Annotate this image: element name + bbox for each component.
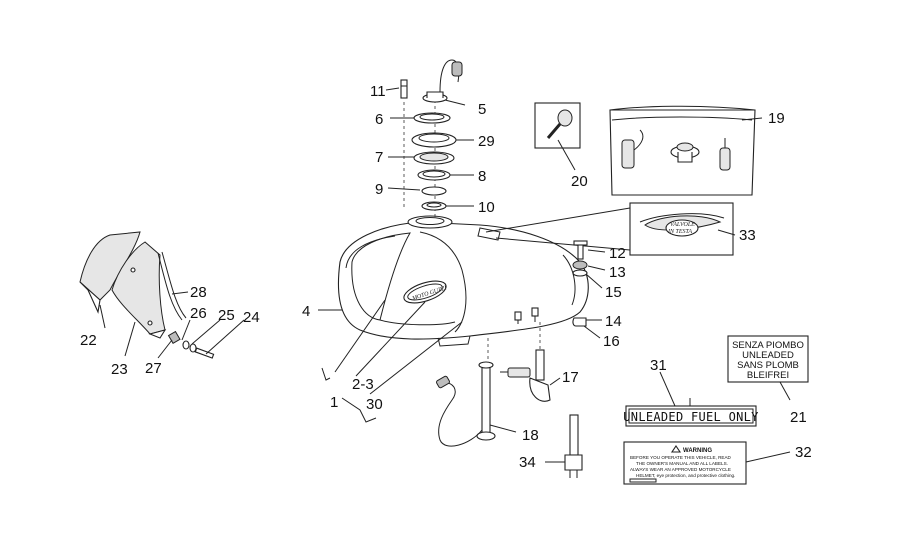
callout-30: 30 [366,396,383,413]
sticker-21-line4: BLEIFREI [747,370,789,381]
fasteners-24-27 [167,330,215,359]
callout-20: 20 [571,173,588,190]
callout-numbers: 11 5 6 29 7 8 9 10 20 19 33 12 13 15 14 … [80,83,812,471]
callout-13: 13 [609,264,626,281]
callout-26: 26 [190,305,207,322]
callout-12: 12 [609,245,626,262]
callout-8: 8 [478,168,486,185]
callout-2-3: 2-3 [352,376,374,393]
badge-33-line1: VALVOLE [670,222,695,228]
fuel-tank [337,215,589,347]
sticker-21-line3: SANS PLOMB [737,360,799,371]
callout-19: 19 [768,110,785,127]
item-34-filter [564,414,583,478]
leader-lines [99,87,791,463]
side-covers [79,231,187,339]
callout-34: 34 [519,454,536,471]
badge-33-line2: IN TESTA [667,229,692,235]
item-33-badge-box: VALVOLE IN TESTA [485,202,734,256]
sticker-32-line4: HELMET, eye protection, and protective c… [636,473,735,478]
callout-32: 32 [795,444,812,461]
sticker-21-unleaded-multilang: SENZA PIOMBO UNLEADED SANS PLOMB BLEIFRE… [727,335,809,383]
callout-7: 7 [375,149,383,166]
callout-25: 25 [218,307,235,324]
sticker-32-heading: WARNING [683,448,712,454]
sticker-21-line1: SENZA PIOMBO [732,340,804,351]
sticker-32-line1: BEFORE YOU OPERATE THIS VEHICLE, READ [630,455,732,460]
callout-6: 6 [375,111,383,128]
callout-5: 5 [478,101,486,118]
filler-cap-stack [400,59,463,218]
callout-28: 28 [190,284,207,301]
callout-24: 24 [243,309,260,326]
sticker-21-line2: UNLEADED [742,350,794,361]
callout-10: 10 [478,199,495,216]
callout-27: 27 [145,360,162,377]
sticker-32-line2: THE OWNER'S MANUAL AND ALL LABELS. [636,461,728,466]
callout-22: 22 [80,332,97,349]
callout-1: 1 [330,394,338,411]
callout-9: 9 [375,181,383,198]
callout-33: 33 [739,227,756,244]
sticker-32-warning-label: WARNING BEFORE YOU OPERATE THIS VEHICLE,… [623,441,747,485]
callout-11: 11 [370,83,386,100]
callout-18: 18 [522,427,539,444]
callout-16: 16 [603,333,620,350]
sticker-31-text: UNLEADED FUEL ONLY [623,410,759,424]
callout-21: 21 [790,409,807,426]
sticker-32-line3: ALWAYS WEAR AN APPROVED MOTORCYCLE [630,467,731,472]
callout-15: 15 [605,284,622,301]
callout-14: 14 [605,313,622,330]
sticker-31-unleaded-fuel-only: UNLEADED FUEL ONLY [623,405,759,427]
item-19-kit-bag [609,105,756,196]
callout-17: 17 [562,369,579,386]
callout-23: 23 [111,361,128,378]
callout-31: 31 [650,357,667,374]
item-20-key-box [534,102,581,149]
callout-4: 4 [302,303,310,320]
item-17-petcock [487,322,551,402]
item-18-sender [436,361,496,447]
callout-29: 29 [478,133,495,150]
